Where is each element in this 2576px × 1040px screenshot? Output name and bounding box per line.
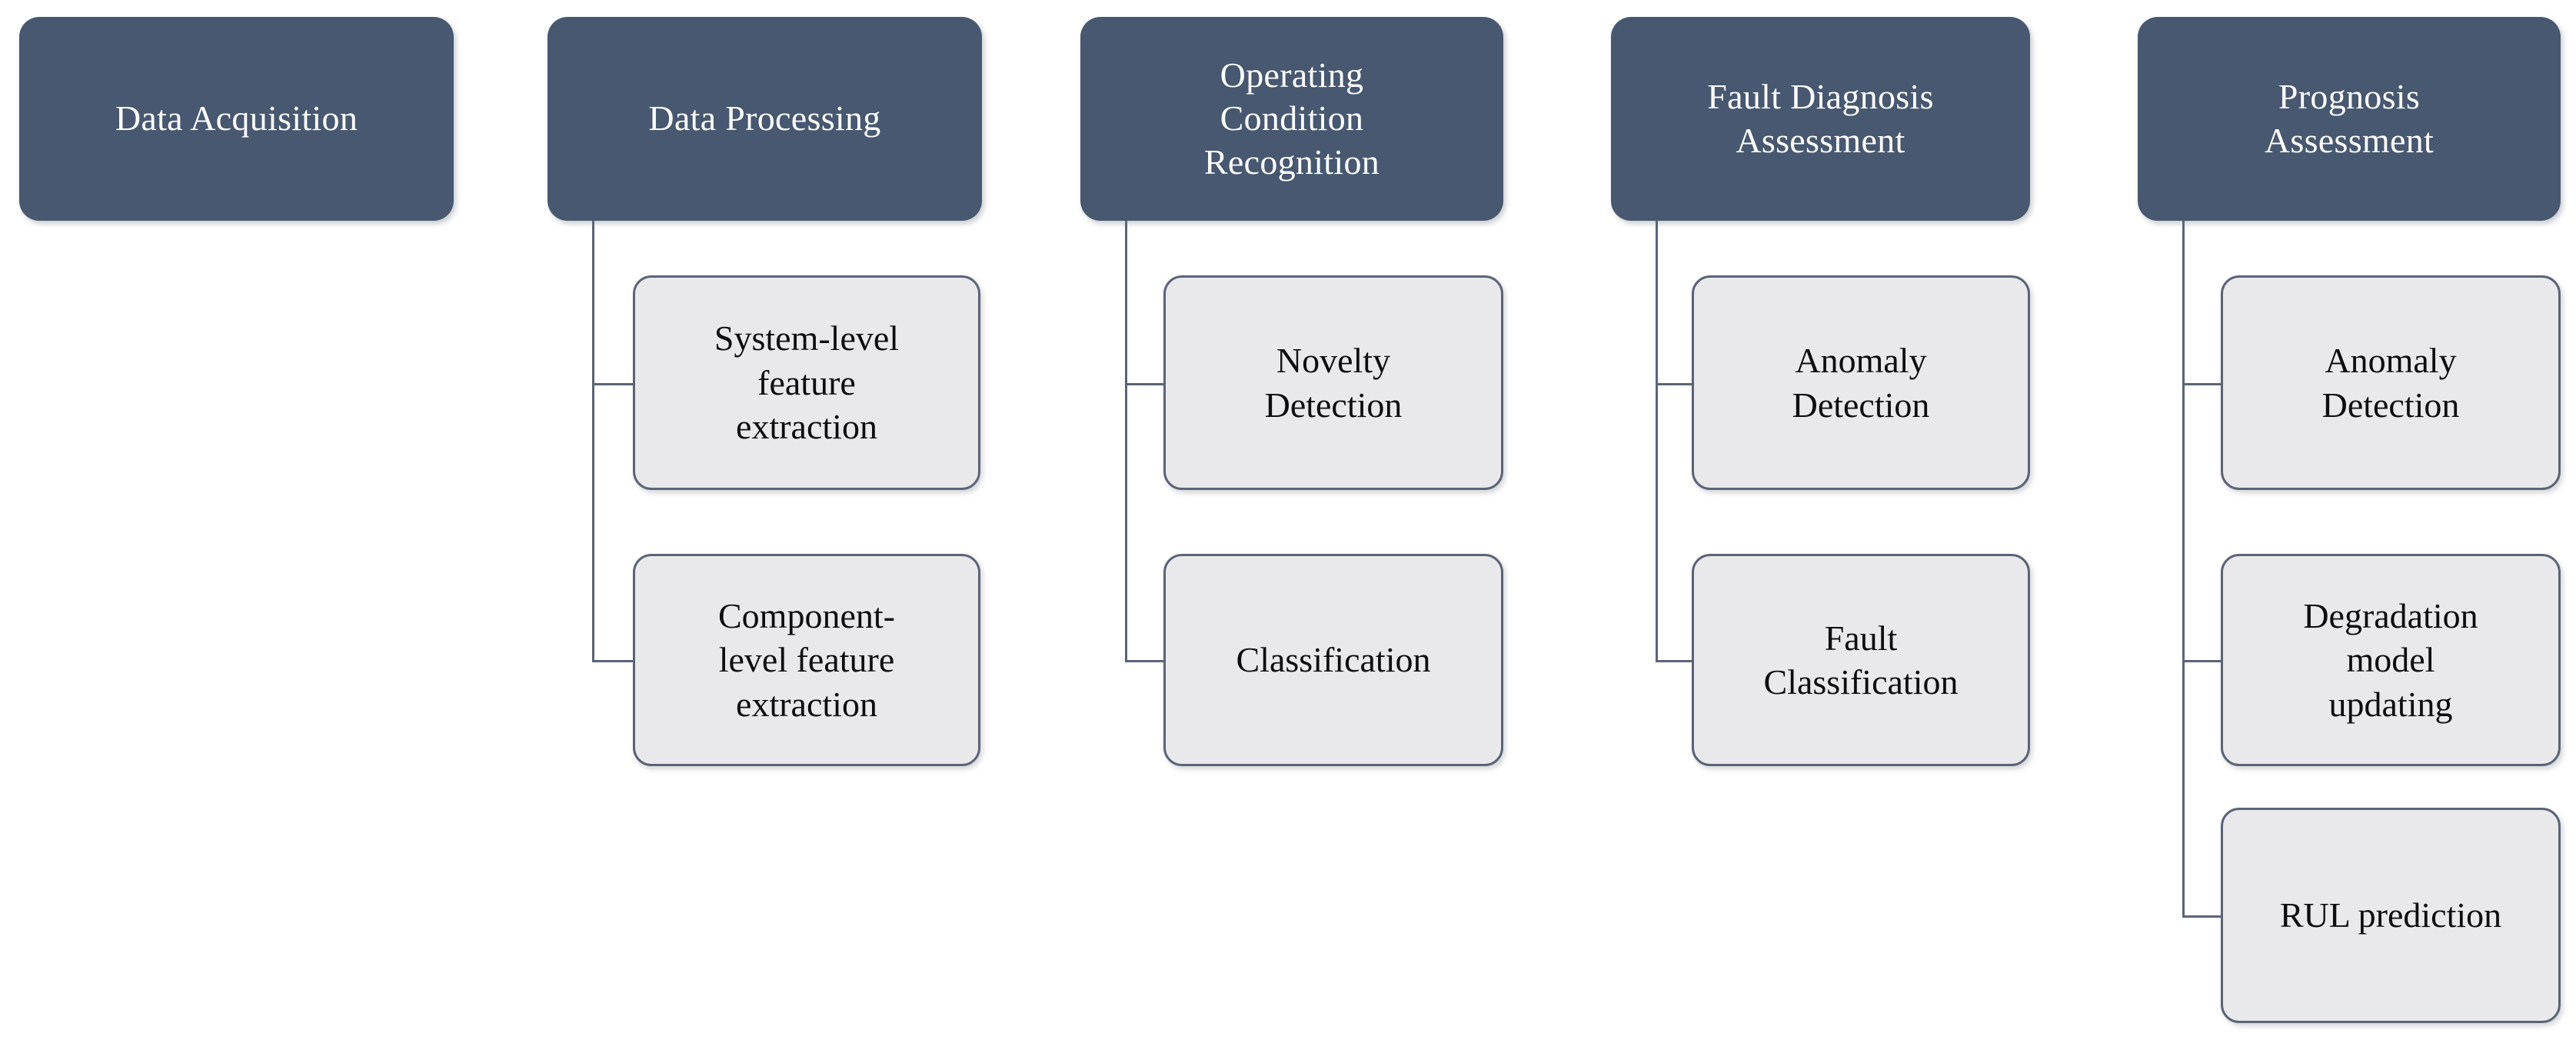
task-box-degradation-model-updating[interactable]: Degradation model updating (2221, 554, 2561, 766)
task-label-component-level-feature-extraction: Component- level feature extraction (718, 595, 895, 724)
connector-stub-novelty-detection (1125, 383, 1163, 385)
stage-box-operating-condition-recognition[interactable]: Operating Condition Recognition (1080, 17, 1503, 221)
task-label-system-level-feature-extraction: System-level feature extraction (714, 318, 900, 447)
stage-label-operating-condition-recognition: Operating Condition Recognition (1203, 55, 1380, 182)
task-box-fault-classification[interactable]: Fault Classification (1692, 554, 2030, 766)
connector-stub-anomaly-detection-prognosis (2182, 383, 2221, 385)
stage-box-data-processing[interactable]: Data Processing (547, 17, 982, 221)
task-label-fault-classification: Fault Classification (1763, 618, 1959, 702)
connector-stub-classification (1125, 660, 1163, 662)
task-box-anomaly-detection-prognosis[interactable]: Anomaly Detection (2221, 275, 2561, 490)
task-box-component-level-feature-extraction[interactable]: Component- level feature extraction (633, 554, 980, 766)
task-box-novelty-detection[interactable]: Novelty Detection (1163, 275, 1503, 490)
connector-stub-anomaly-detection-diagnosis (1656, 383, 1692, 385)
connector-trunk-fault-diagnosis-assessment (1656, 221, 1658, 660)
connector-stub-system-level-feature-extraction (592, 383, 633, 385)
task-label-anomaly-detection-prognosis: Anomaly Detection (2321, 341, 2460, 425)
task-box-classification[interactable]: Classification (1163, 554, 1503, 766)
task-label-novelty-detection: Novelty Detection (1264, 341, 1403, 425)
stage-box-prognosis-assessment[interactable]: Prognosis Assessment (2138, 17, 2561, 221)
connector-stub-rul-prediction (2182, 915, 2221, 918)
stage-column-data-acquisition: Data Acquisition (19, 0, 454, 1040)
task-box-rul-prediction[interactable]: RUL prediction (2221, 808, 2561, 1023)
connector-stub-component-level-feature-extraction (592, 660, 633, 662)
stage-label-data-acquisition: Data Acquisition (115, 98, 358, 138)
task-label-classification: Classification (1236, 640, 1431, 680)
task-label-anomaly-detection-diagnosis: Anomaly Detection (1792, 341, 1930, 425)
connector-trunk-prognosis-assessment (2182, 221, 2185, 915)
stage-box-fault-diagnosis-assessment[interactable]: Fault Diagnosis Assessment (1611, 17, 2030, 221)
stage-box-data-acquisition[interactable]: Data Acquisition (19, 17, 454, 221)
connector-trunk-operating-condition-recognition (1125, 221, 1127, 660)
stage-label-fault-diagnosis-assessment: Fault Diagnosis Assessment (1707, 77, 1934, 160)
task-box-anomaly-detection-diagnosis[interactable]: Anomaly Detection (1692, 275, 2030, 490)
stage-label-prognosis-assessment: Prognosis Assessment (2264, 77, 2435, 160)
connector-trunk-data-processing (592, 221, 594, 660)
connector-stub-fault-classification (1656, 660, 1692, 662)
stage-label-data-processing: Data Processing (648, 98, 881, 138)
connector-stub-degradation-model-updating (2182, 660, 2221, 662)
task-label-rul-prediction: RUL prediction (2279, 895, 2502, 935)
task-label-degradation-model-updating: Degradation model updating (2303, 595, 2478, 724)
task-box-system-level-feature-extraction[interactable]: System-level feature extraction (633, 275, 980, 490)
